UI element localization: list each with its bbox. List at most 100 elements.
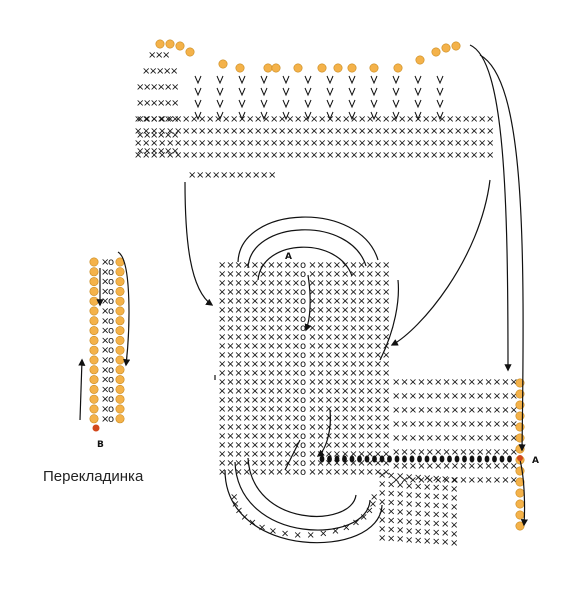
- single-crochet-icon: ×: [409, 405, 417, 416]
- chain-dot-icon: [515, 477, 525, 487]
- single-crochet-icon: ×: [174, 114, 182, 125]
- single-crochet-icon: ×: [357, 386, 365, 397]
- single-crochet-icon: ×: [432, 483, 440, 494]
- single-crochet-icon: ×: [284, 278, 292, 289]
- chain-dot-icon: [333, 63, 343, 73]
- single-crochet-icon: ×: [438, 114, 446, 125]
- single-crochet-icon: ×: [218, 368, 226, 379]
- single-crochet-icon: ×: [493, 475, 501, 486]
- single-crochet-icon: ×: [349, 332, 357, 343]
- single-crochet-icon: ×: [325, 260, 333, 271]
- increase-icon: [414, 75, 422, 85]
- single-crochet-icon: ×: [374, 413, 382, 424]
- single-crochet-icon: ×: [357, 287, 365, 298]
- single-crochet-icon: ×: [341, 422, 349, 433]
- single-crochet-icon: ×: [451, 433, 459, 444]
- single-crochet-icon: ×: [226, 449, 234, 460]
- single-crochet-icon: ×: [357, 323, 365, 334]
- single-crochet-icon: ×: [171, 82, 179, 93]
- chain-dot-icon: [115, 267, 125, 277]
- single-crochet-icon: ×: [349, 422, 357, 433]
- single-crochet-icon: ×: [238, 126, 246, 137]
- single-crochet-icon: ×: [254, 150, 262, 161]
- single-crochet-icon: ×: [357, 368, 365, 379]
- single-crochet-icon: ×: [432, 474, 440, 485]
- single-crochet-icon: ×: [251, 449, 259, 460]
- single-crochet-icon: ×: [260, 170, 268, 181]
- single-crochet-icon: ×: [342, 150, 350, 161]
- single-crochet-icon: ×: [357, 404, 365, 415]
- single-crochet-icon: ×: [157, 98, 165, 109]
- single-crochet-icon: ×: [333, 359, 341, 370]
- single-crochet-icon: ×: [501, 419, 509, 430]
- single-crochet-icon: ×: [349, 449, 357, 460]
- strip-chain-icon: o: [108, 267, 114, 278]
- single-crochet-icon: ×: [325, 269, 333, 280]
- single-crochet-icon: ×: [136, 98, 144, 109]
- single-crochet-icon: ×: [243, 458, 251, 469]
- single-crochet-icon: ×: [378, 515, 386, 526]
- single-crochet-icon: ×: [262, 114, 270, 125]
- chain-dot-icon: [347, 63, 357, 73]
- single-crochet-icon: ×: [451, 405, 459, 416]
- single-crochet-icon: ×: [325, 386, 333, 397]
- single-crochet-icon: ×: [234, 314, 242, 325]
- single-crochet-icon: ×: [366, 386, 374, 397]
- single-crochet-icon: ×: [270, 150, 278, 161]
- chain-dot-icon: [89, 257, 99, 267]
- single-crochet-icon: ×: [366, 332, 374, 343]
- single-crochet-icon: ×: [382, 458, 390, 469]
- single-crochet-icon: ×: [143, 98, 151, 109]
- single-crochet-icon: ×: [157, 82, 165, 93]
- increase-icon: [348, 111, 356, 121]
- single-crochet-icon: ×: [476, 391, 484, 402]
- single-crochet-icon: ×: [434, 377, 442, 388]
- strip-chain-icon: o: [108, 384, 114, 395]
- single-crochet-icon: ×: [396, 534, 404, 545]
- single-crochet-icon: ×: [341, 377, 349, 388]
- single-crochet-icon: ×: [434, 405, 442, 416]
- single-crochet-icon: ×: [292, 305, 300, 316]
- single-crochet-icon: ×: [333, 296, 341, 307]
- increase-icon: [326, 111, 334, 121]
- single-crochet-icon: ×: [316, 260, 324, 271]
- single-crochet-icon: ×: [286, 114, 294, 125]
- single-crochet-icon: ×: [382, 377, 390, 388]
- single-crochet-icon: ×: [270, 114, 278, 125]
- single-crochet-icon: ×: [155, 50, 163, 61]
- single-crochet-icon: ×: [382, 138, 390, 149]
- single-crochet-icon: ×: [142, 114, 150, 125]
- single-crochet-icon: ×: [308, 305, 316, 316]
- single-crochet-icon: ×: [334, 138, 342, 149]
- single-crochet-icon: ×: [318, 138, 326, 149]
- single-crochet-icon: ×: [292, 413, 300, 424]
- dark-chain-icon: [462, 455, 467, 463]
- single-crochet-icon: ×: [284, 449, 292, 460]
- dark-chain-icon: [507, 455, 512, 463]
- single-crochet-icon: ×: [441, 510, 449, 521]
- single-crochet-icon: ×: [409, 419, 417, 430]
- single-crochet-icon: ×: [292, 467, 300, 478]
- single-crochet-icon: ×: [158, 114, 166, 125]
- single-crochet-icon: ×: [325, 287, 333, 298]
- single-crochet-icon: ×: [405, 508, 413, 519]
- chain-dot-icon: [115, 306, 125, 316]
- single-crochet-icon: ×: [417, 461, 425, 472]
- single-crochet-icon: ×: [230, 114, 238, 125]
- single-crochet-icon: ×: [493, 377, 501, 388]
- single-crochet-icon: ×: [292, 395, 300, 406]
- single-crochet-icon: ×: [294, 150, 302, 161]
- single-crochet-icon: ×: [374, 359, 382, 370]
- single-crochet-icon: ×: [308, 413, 316, 424]
- single-crochet-icon: ×: [484, 377, 492, 388]
- strip-stitch-icon: ×: [101, 394, 109, 405]
- single-crochet-icon: ×: [244, 170, 252, 181]
- single-crochet-icon: ×: [426, 405, 434, 416]
- single-crochet-icon: ×: [374, 150, 382, 161]
- single-crochet-icon: ×: [476, 475, 484, 486]
- single-crochet-icon: ×: [333, 386, 341, 397]
- chain-center-icon: o: [300, 422, 306, 433]
- single-crochet-icon: ×: [501, 391, 509, 402]
- single-crochet-icon: ×: [409, 391, 417, 402]
- dark-chain-icon: [477, 455, 482, 463]
